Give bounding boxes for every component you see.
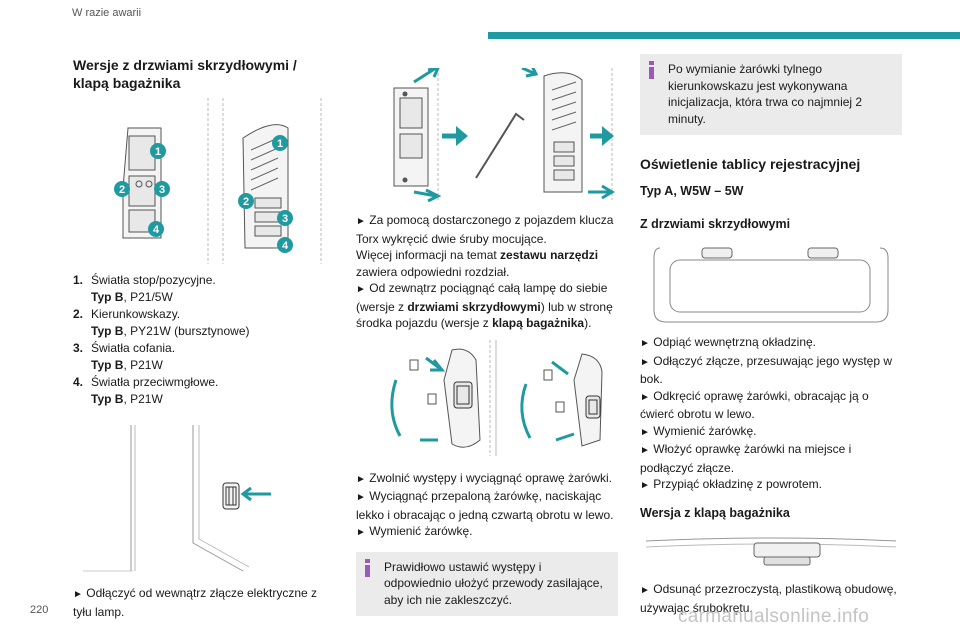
step-item: ► Zwolnić występy i wyciągnąć oprawę żar… xyxy=(356,470,613,485)
plate-light-barn-diagram xyxy=(640,242,902,324)
callout-label: 3 xyxy=(282,213,288,225)
list-item: 2. Kierunkowskazy. Typ B, PY21W (burszty… xyxy=(73,307,250,338)
bulb-type-line: Typ A, W5W – 5W xyxy=(640,184,744,198)
step-item: ► Włożyć oprawkę żarówki na miejsce i po… xyxy=(640,442,852,475)
step-item: ► Odkręcić oprawę żarówki, obracając ją … xyxy=(640,388,869,422)
step-item: ► Wymienić żarówkę. xyxy=(356,524,473,538)
running-header: W razie awarii xyxy=(72,7,142,19)
steps-bulb: ► Zwolnić występy i wyciągnąć oprawę żar… xyxy=(356,470,618,542)
callout-label: 1 xyxy=(155,146,161,158)
column-middle: ► Za pomocą dostarczonego z pojazdem klu… xyxy=(356,68,618,616)
callout-1-left: 1 xyxy=(150,143,166,159)
callout-2-right: 2 xyxy=(238,193,254,209)
steps-barn: ► Odpiąć wewnętrzną okładzinę. ► Odłączy… xyxy=(640,334,902,495)
section-title-plate-lighting: Oświetlenie tablicy rejestracyjnej xyxy=(640,156,861,172)
rear-lamp-diagram: 1 2 3 4 1 2 3 4 xyxy=(114,98,335,266)
callout-4-right: 4 xyxy=(277,237,293,253)
lamp-removal-diagram xyxy=(356,68,618,202)
watermark: carmanualsonline.info xyxy=(678,606,870,627)
callout-4-left: 4 xyxy=(148,221,164,237)
callout-3-right: 3 xyxy=(277,210,293,226)
step-tailgate: ► Odsunąć przezroczystą, plastikową obud… xyxy=(640,582,897,615)
list-item: 3. Światła cofania. Typ B, P21W xyxy=(73,341,176,372)
bulb-list: 1. Światła stop/pozycyjne. Typ B, P21/5W… xyxy=(73,272,335,407)
subsection-barn-doors: Z drzwiami skrzydłowymi xyxy=(640,216,791,231)
plate-light-tailgate-diagram xyxy=(640,531,902,571)
callout-label: 3 xyxy=(159,184,165,196)
callout-1-right: 1 xyxy=(272,135,288,151)
callout-3-left: 3 xyxy=(154,181,170,197)
section-title-rear-lamps: Wersje z drzwiami skrzydłowymi / klapą b… xyxy=(73,57,297,91)
paragraph-unscrew: ► Za pomocą dostarczonego z pojazdem klu… xyxy=(356,213,614,330)
callout-2-left: 2 xyxy=(114,181,130,197)
callout-label: 4 xyxy=(153,224,160,236)
page-number: 220 xyxy=(30,604,49,616)
info-note-initialization: Po wymianie żarówki tylnego kierunkowska… xyxy=(640,54,902,135)
column-left: Wersje z drzwiami skrzydłowymi / klapą b… xyxy=(73,56,335,620)
step-item: ► Odpiąć wewnętrzną okładzinę. xyxy=(640,335,817,349)
step-item: ► Wyciągnąć przepaloną żarówkę, naciskaj… xyxy=(356,489,614,522)
info-icon xyxy=(649,61,654,79)
callout-label: 2 xyxy=(243,196,249,208)
callout-label: 4 xyxy=(282,240,289,252)
step-item: ► Odłączyć złącze, przesuwając jego wyst… xyxy=(640,353,893,387)
header-accent-bar xyxy=(488,32,960,39)
connector-diagram xyxy=(73,425,335,573)
step-item: ► Przypiąć okładzinę z powrotem. xyxy=(640,477,822,491)
info-note-wiring: Prawidłowo ustawić występy i odpowiednio… xyxy=(356,551,618,616)
step-item: ► Wymienić żarówkę. xyxy=(640,423,757,438)
step-disconnect: ► Odłączyć od wewnątrz złącze elektryczn… xyxy=(73,586,318,619)
column-right: Po wymianie żarówki tylnego kierunkowska… xyxy=(640,54,902,616)
list-item: 1. Światła stop/pozycyjne. Typ B, P21/5W xyxy=(73,273,216,304)
info-icon xyxy=(365,558,370,577)
callout-label: 2 xyxy=(119,184,125,196)
list-item: 4. Światła przeciwmgłowe. Typ B, P21W xyxy=(73,375,219,406)
callout-label: 1 xyxy=(277,138,283,150)
subsection-tailgate: Wersja z klapą bagażnika xyxy=(640,505,790,520)
bulb-holder-diagram xyxy=(356,340,618,458)
